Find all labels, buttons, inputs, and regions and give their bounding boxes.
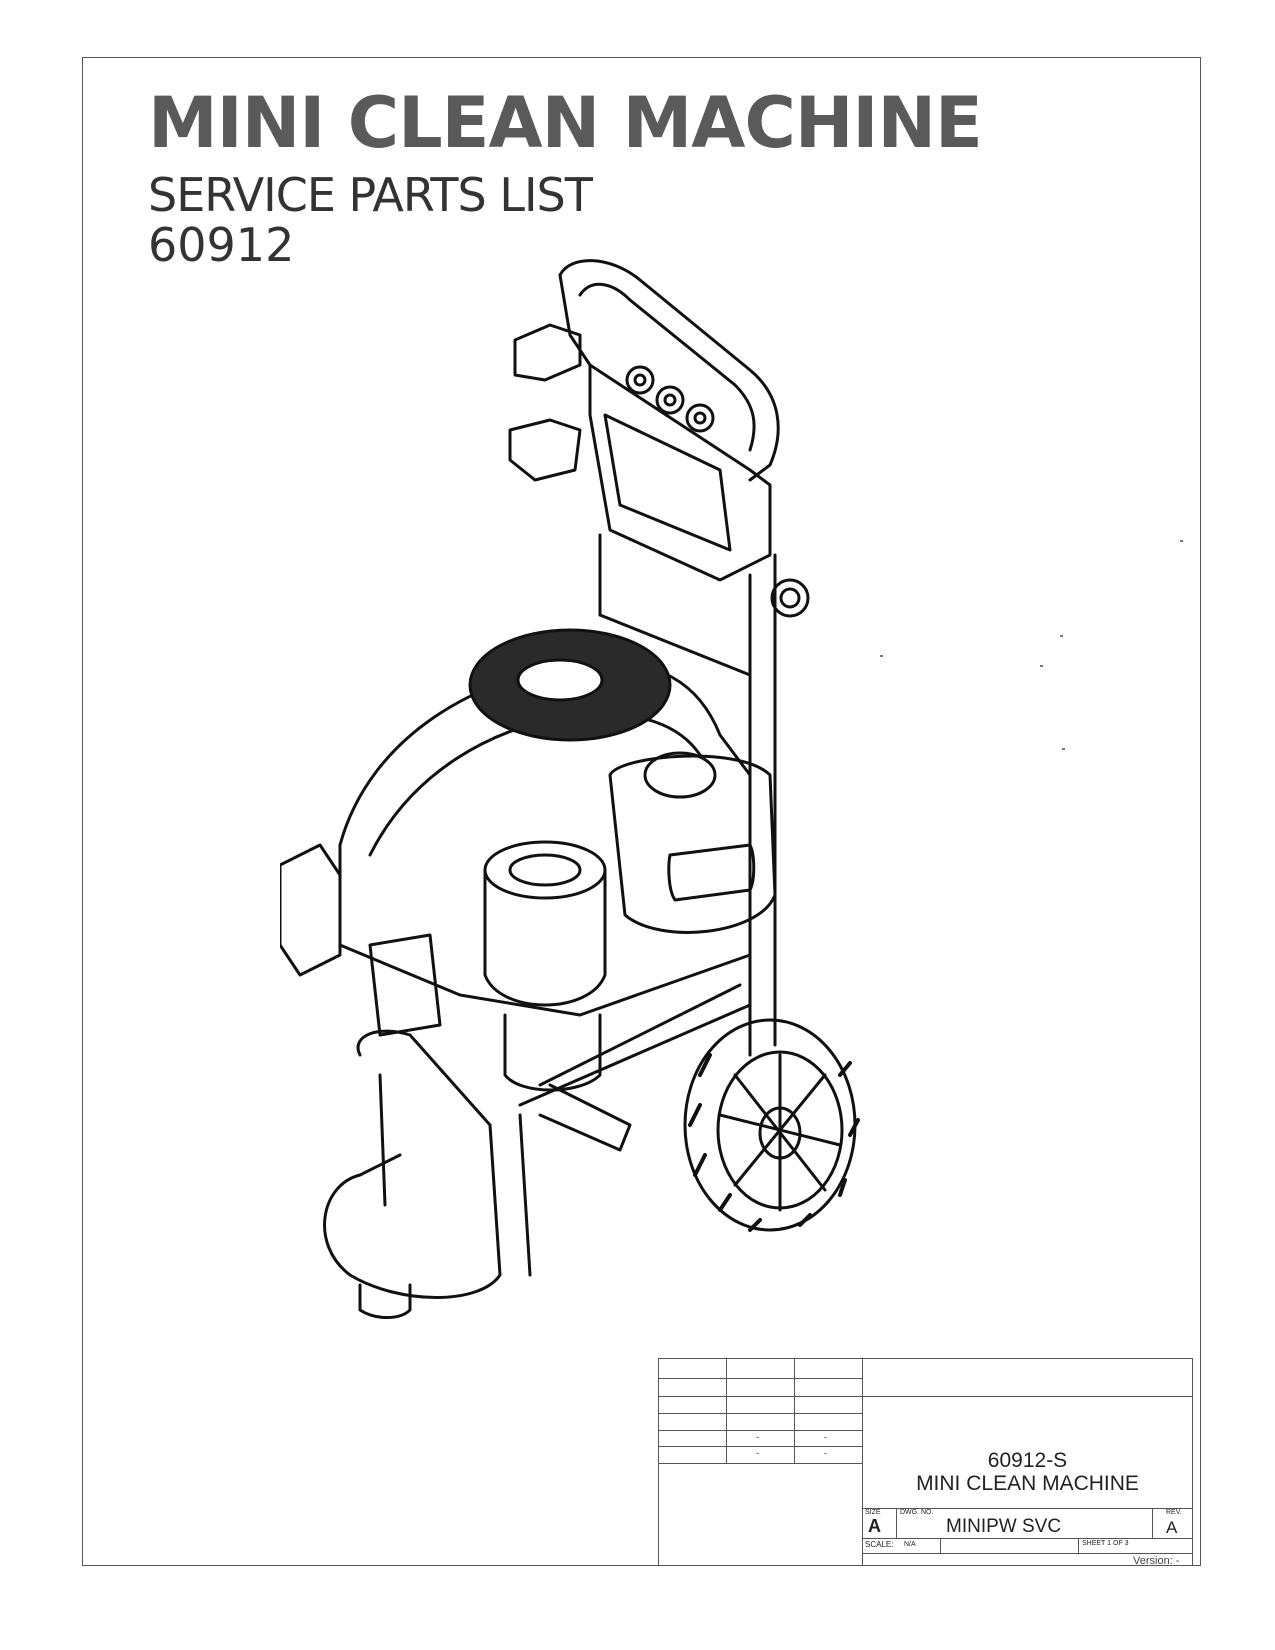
page-title: MINI CLEAN MACHINE bbox=[148, 82, 983, 164]
sheet-border bbox=[82, 57, 1201, 1566]
dwg-no-label: DWG. NO. bbox=[900, 1509, 934, 1516]
scan-speck bbox=[1060, 635, 1063, 637]
revision-cell: - bbox=[756, 1448, 759, 1458]
scan-speck bbox=[1062, 748, 1065, 750]
scan-speck bbox=[1180, 540, 1183, 542]
size-value: A bbox=[868, 1516, 881, 1536]
revision-cell: - bbox=[824, 1432, 827, 1442]
revision-cell: - bbox=[824, 1448, 827, 1458]
rev-label: REV. bbox=[1166, 1509, 1182, 1516]
title-block: - - - - 60912-S MINI CLEAN MACHINE SIZE … bbox=[658, 1358, 1193, 1567]
drawing-id: 60912-S bbox=[987, 1449, 1068, 1472]
sheet-label: SHEET 1 OF 3 bbox=[1082, 1540, 1129, 1547]
revision-cell: - bbox=[756, 1432, 759, 1442]
dwg-no-value: MINIPW SVC bbox=[946, 1516, 1062, 1537]
scale-label: SCALE: bbox=[865, 1540, 894, 1549]
page-subtitle: SERVICE PARTS LIST bbox=[148, 168, 593, 222]
version-label: Version: - bbox=[1133, 1555, 1180, 1567]
pressure-washer-illustration bbox=[280, 259, 860, 1319]
rev-value: A bbox=[1166, 1518, 1178, 1537]
scale-value: N/A bbox=[904, 1541, 916, 1548]
size-label: SIZE bbox=[865, 1509, 881, 1516]
drawing-title: MINI CLEAN MACHINE bbox=[916, 1472, 1139, 1495]
part-number: 60912 bbox=[148, 218, 295, 272]
scan-speck bbox=[1040, 665, 1043, 667]
scan-speck bbox=[880, 655, 883, 657]
